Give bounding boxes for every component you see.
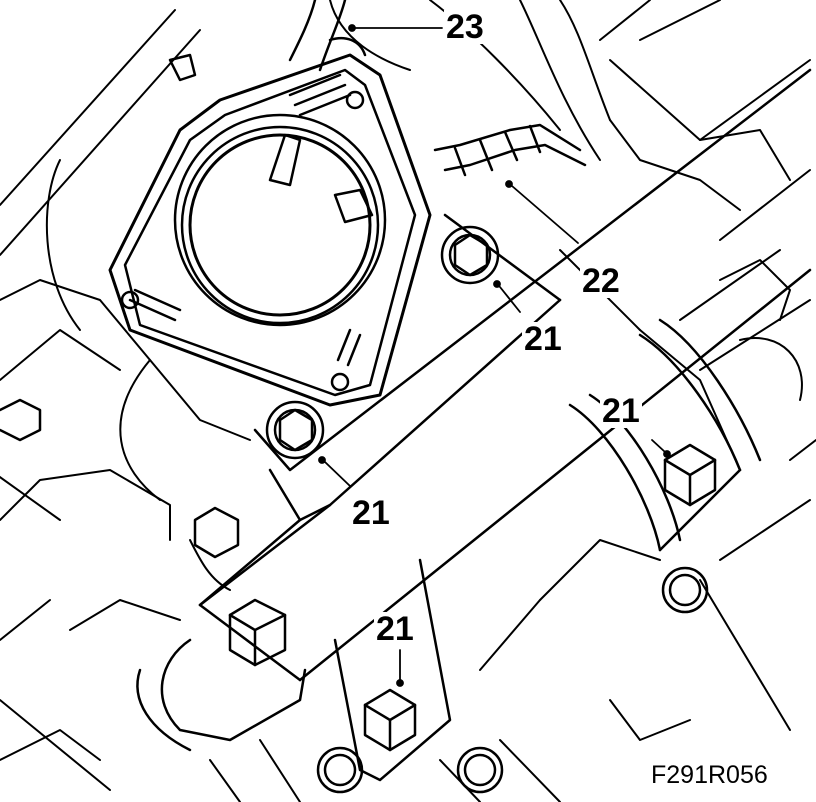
flange-outlet-outer bbox=[173, 113, 387, 327]
bolt-upper-right bbox=[440, 225, 500, 285]
bolt-engine-left bbox=[136, 506, 307, 752]
callout-21-flange-bolt: 21 bbox=[350, 494, 392, 532]
callout-23: 23 bbox=[444, 8, 486, 46]
flange-outlet-inner bbox=[188, 133, 372, 317]
callout-22: 22 bbox=[580, 262, 622, 300]
bolt-engine-bottom bbox=[0, 53, 709, 794]
converter-strap bbox=[333, 318, 762, 782]
figure-id: F291R056 bbox=[648, 763, 771, 788]
nut-strap-right bbox=[663, 443, 717, 507]
bolt-left bbox=[265, 400, 325, 460]
nut-strap-lower bbox=[363, 688, 417, 752]
callout-21-lower-nut: 21 bbox=[374, 610, 416, 648]
callout-21-bracket-bolt: 21 bbox=[522, 320, 564, 358]
callout-21-strap-nut: 21 bbox=[600, 392, 642, 430]
exhaust-flange bbox=[108, 53, 432, 407]
callout-leaders bbox=[318, 24, 671, 687]
oxygen-sensor-cable bbox=[433, 123, 587, 177]
exhaust-pipe-upper bbox=[288, 0, 367, 72]
mounting-bracket bbox=[198, 68, 812, 682]
